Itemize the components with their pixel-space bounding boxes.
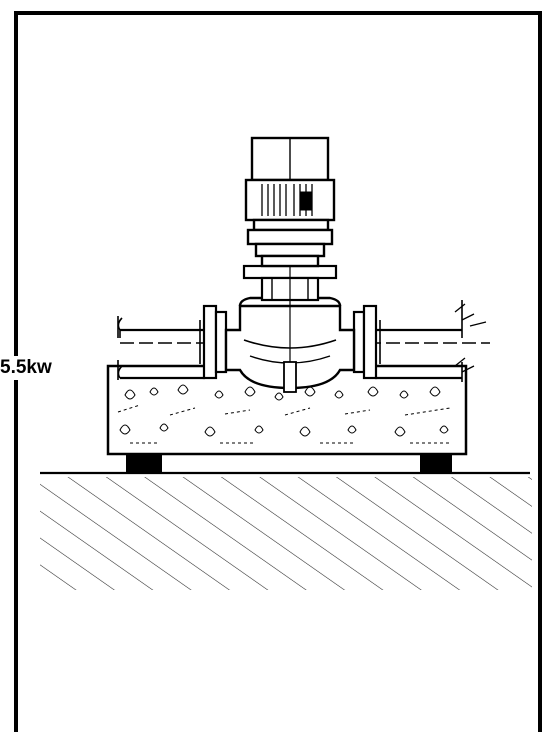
motor [244, 136, 336, 268]
ground [40, 471, 532, 590]
frame [14, 11, 542, 732]
pump-lantern [242, 264, 338, 302]
motor-power-label: 5.5kw [0, 356, 80, 380]
pipe-flanges [199, 304, 381, 380]
pump-casing [224, 296, 356, 393]
foundation-pads [126, 452, 452, 473]
concrete-foundation [106, 364, 468, 456]
